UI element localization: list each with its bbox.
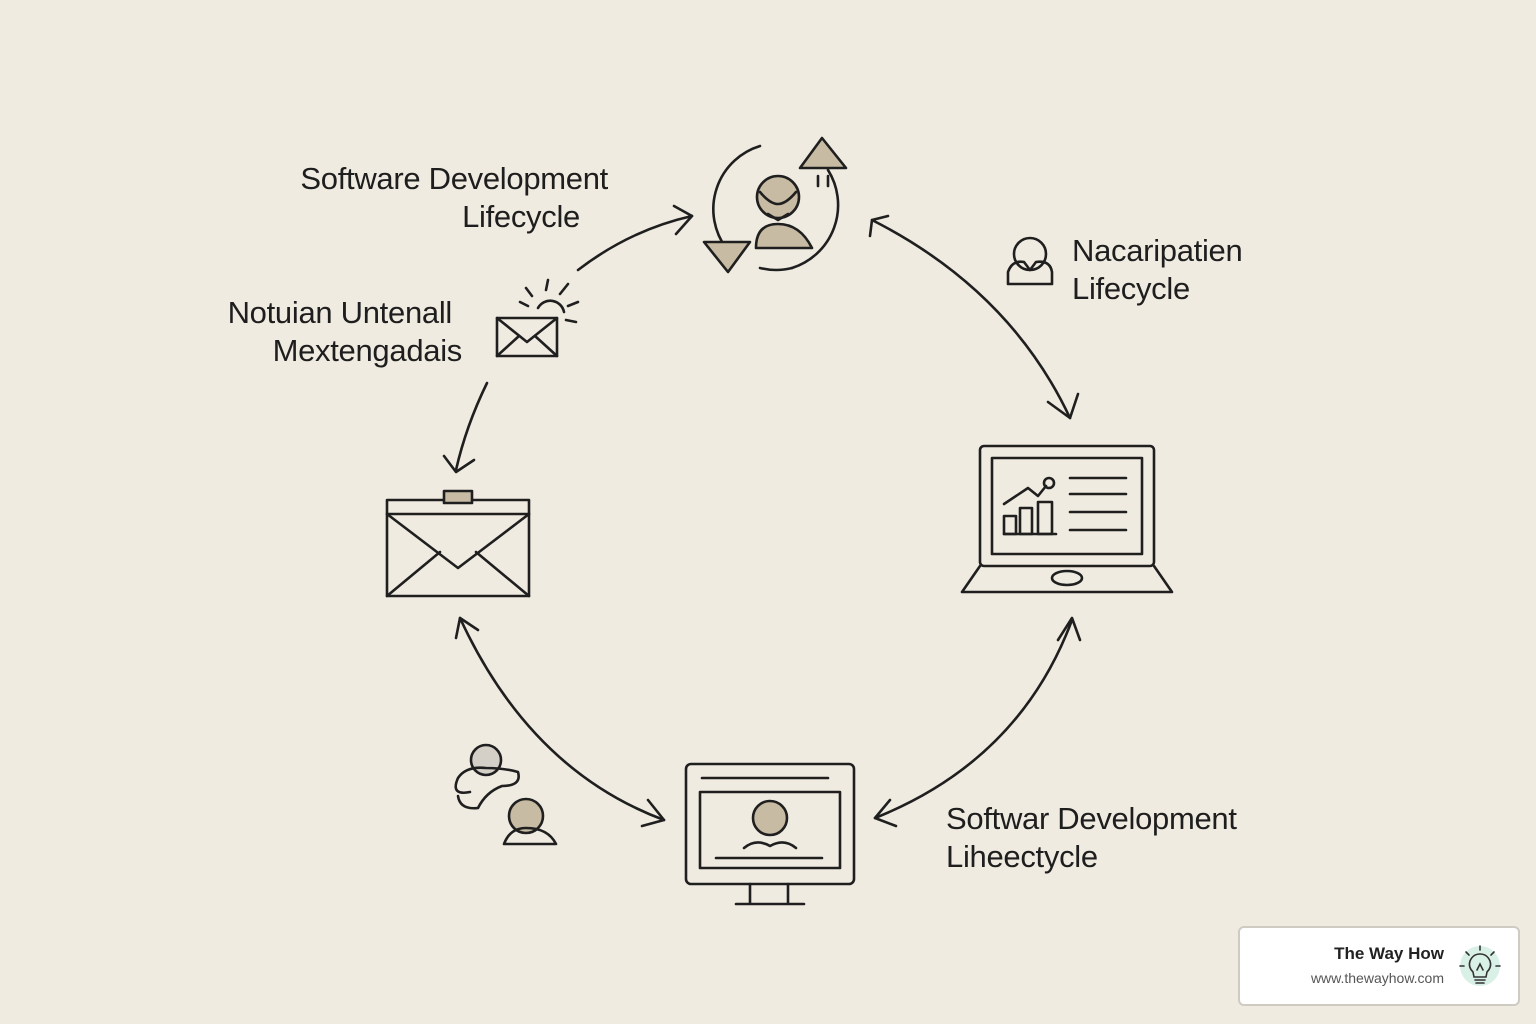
brand-url[interactable]: www.thewayhow.com — [1310, 970, 1444, 986]
users-icon — [454, 743, 558, 846]
label-bottom-right: Softwar Development Liheectycle — [946, 801, 1237, 874]
arrow-mid-left — [442, 381, 489, 474]
label-top-right: Nacaripatien Lifecycle — [1072, 233, 1243, 306]
arrow-bottom-right — [873, 616, 1082, 828]
arrow-top-right — [868, 214, 1080, 420]
envelope-sun-icon — [495, 278, 580, 358]
label-mid-left: Notuian Untenall Mextengadais — [227, 295, 463, 368]
envelope-icon — [385, 489, 531, 598]
arrow-top-left — [576, 204, 694, 272]
monitor-user-icon — [684, 762, 856, 906]
user-icon — [1006, 236, 1054, 286]
brand-card[interactable]: The Way How www.thewayhow.com — [1238, 926, 1520, 1006]
label-top-left: Software Development Lifecycle — [300, 161, 608, 234]
lightbulb-icon — [1459, 945, 1501, 986]
team-cycle-icon — [702, 136, 848, 274]
brand-name: The Way How — [1334, 944, 1444, 963]
laptop-chart-icon — [960, 444, 1174, 594]
arrow-bottom-left — [454, 616, 666, 828]
